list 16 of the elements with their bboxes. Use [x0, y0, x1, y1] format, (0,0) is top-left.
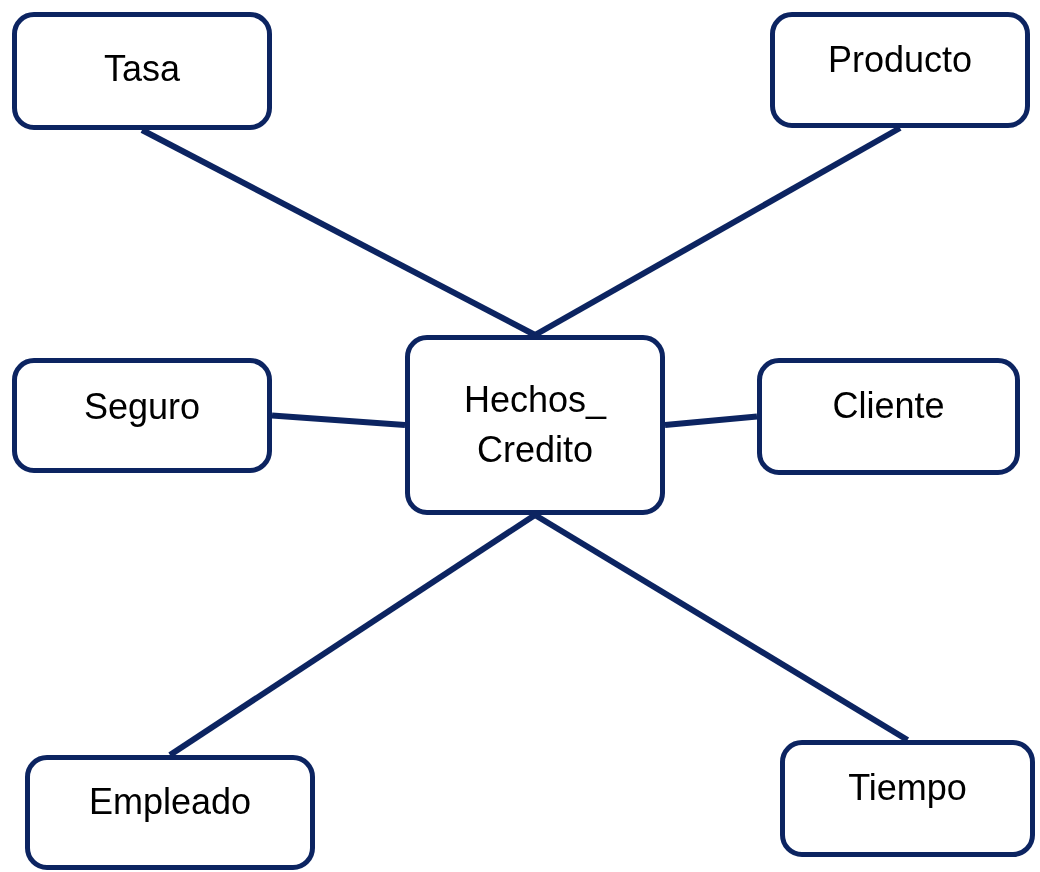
connector-line	[664, 413, 758, 428]
entity-box	[757, 358, 1020, 475]
entity-label: Producto	[827, 37, 973, 82]
entity-box	[25, 755, 315, 870]
entity-box	[780, 740, 1035, 857]
entity-box	[12, 358, 272, 473]
entity-box	[770, 12, 1030, 128]
entity-label: Cliente	[832, 384, 945, 429]
entity-label: Tasa	[103, 46, 180, 91]
entity-box	[405, 335, 665, 515]
entity-label: Empleado	[88, 780, 252, 825]
entity-label: Hechos_ Credito	[462, 377, 608, 472]
entity-label: Seguro	[83, 385, 201, 430]
entity-label: Tiempo	[848, 766, 967, 811]
entity-box	[12, 12, 272, 130]
connector-line	[271, 412, 406, 428]
